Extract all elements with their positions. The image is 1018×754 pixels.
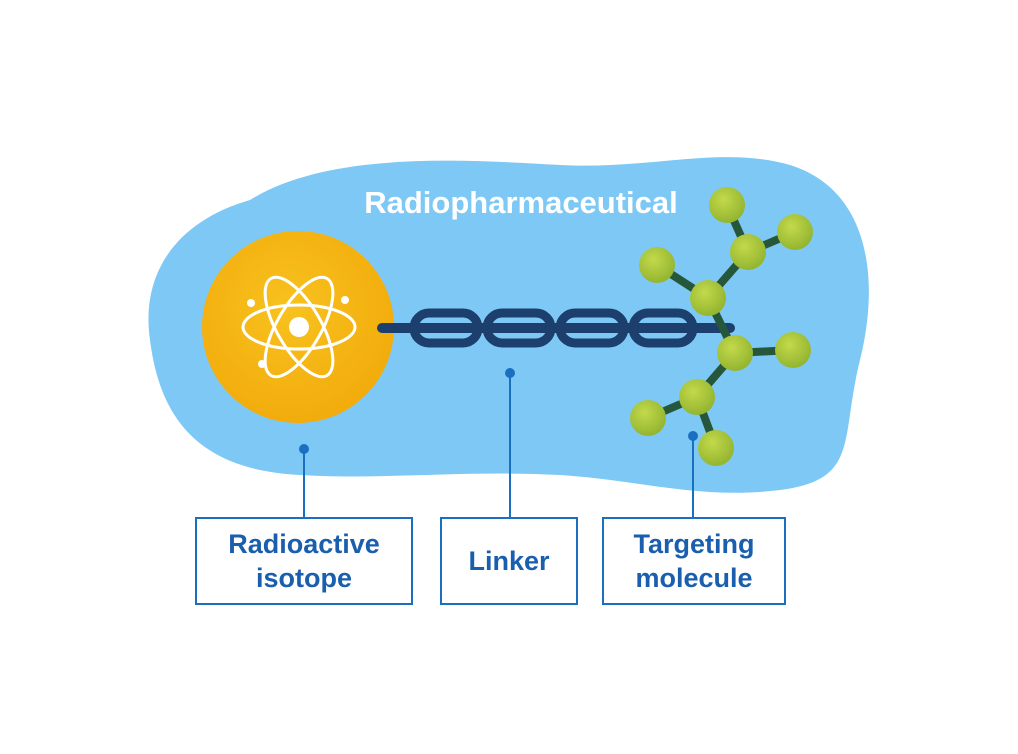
targeting-label-line2: molecule xyxy=(635,563,753,593)
targeting-molecule-label-box: Targeting molecule xyxy=(602,517,786,605)
connector-targeting xyxy=(688,431,698,517)
targeting-label-line1: Targeting xyxy=(633,529,755,559)
connector-isotope xyxy=(299,444,309,517)
targeting-molecule xyxy=(630,187,813,466)
molecule-icon xyxy=(630,187,813,466)
isotope-label-line2: isotope xyxy=(255,563,352,593)
diagram-title: Radiopharmaceutical xyxy=(364,185,678,220)
connector-linker xyxy=(505,368,515,517)
linker-label-box: Linker xyxy=(440,517,578,605)
linker-label: Linker xyxy=(468,546,550,576)
radioactive-isotope-label-box: Radioactive isotope xyxy=(195,517,413,605)
radioactive-isotope-sphere xyxy=(202,231,394,423)
atom-icon xyxy=(241,275,357,379)
chain-icon xyxy=(377,308,735,348)
linker-chain xyxy=(377,308,735,348)
isotope-label-line1: Radioactive xyxy=(228,529,380,559)
